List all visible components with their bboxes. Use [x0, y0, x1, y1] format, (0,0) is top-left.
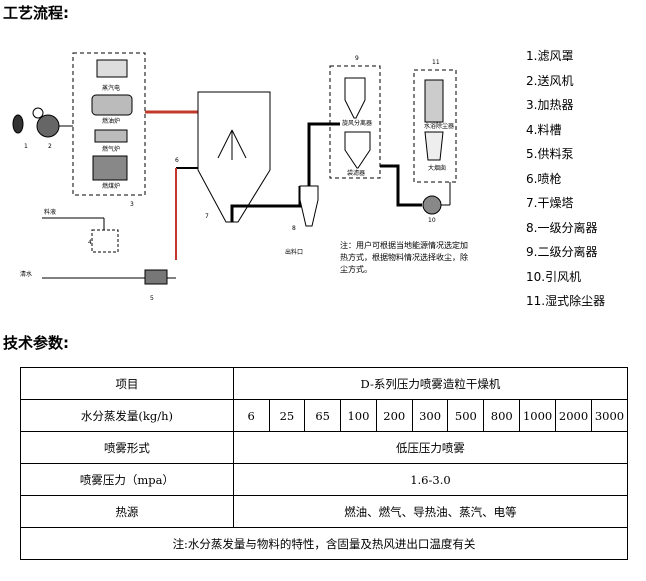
num-10: 10 — [428, 217, 436, 224]
table-row: 水分蒸发量(kg/h) 6 25 65 100 200 300 500 800 … — [20, 399, 629, 432]
num-11: 11 — [432, 59, 440, 66]
label-outlet: 出料口 — [285, 248, 303, 256]
table-footnote: 注:水分蒸发量与物料的特性，含固量及热风进出口温度有关 — [20, 527, 628, 560]
capacity-cell: 100 — [340, 399, 377, 432]
row-label: 喷雾压力（mpa） — [20, 463, 234, 496]
note-line-1: 注：用户可根据当地能源情况选定加 — [340, 241, 468, 250]
capacity-cell: 25 — [268, 399, 306, 432]
capacity-cell: 500 — [447, 399, 485, 432]
row-value: 1.6-3.0 — [232, 463, 629, 496]
filter-cover — [12, 114, 24, 134]
capacity-cell: 65 — [304, 399, 341, 432]
num-3: 3 — [130, 201, 134, 208]
num-7: 7 — [205, 213, 209, 220]
row-label: 水分蒸发量(kg/h) — [20, 399, 234, 432]
row-value: 低压压力喷雾 — [232, 431, 629, 464]
label-material: 料液 — [44, 208, 56, 216]
num-9: 9 — [355, 55, 359, 62]
legend-item: 9.二级分离器 — [526, 245, 598, 259]
heater-box — [72, 52, 146, 196]
label-cyclone: 旋风分离器 — [342, 119, 372, 127]
legend-item: 10.引风机 — [526, 269, 582, 284]
capacity-cell: 300 — [411, 399, 449, 432]
capacity-cell: 6 — [232, 399, 270, 432]
legend-item: 2.送风机 — [526, 73, 574, 88]
capacity-cell: 800 — [483, 399, 521, 432]
capacity-cell: 1000 — [519, 399, 557, 432]
wet-scrubber-box — [413, 69, 457, 183]
row-label: 喷雾形式 — [20, 431, 234, 464]
num-4: 4 — [88, 239, 92, 246]
label-scrubber: 水浴除尘器 — [424, 122, 454, 130]
num-5: 5 — [150, 295, 154, 302]
material-tank — [91, 229, 119, 253]
label-coal: 燃煤炉 — [102, 182, 120, 190]
legend-item: 6.喷枪 — [526, 171, 562, 186]
legend-item: 1.滤风罩 — [526, 49, 574, 63]
label-gas: 燃气炉 — [102, 145, 120, 153]
capacity-cell: 200 — [375, 399, 413, 432]
legend-item: 8.一级分离器 — [526, 220, 598, 235]
table-row: 项目 D-系列压力喷雾造粒干燥机 — [20, 367, 629, 400]
label-chimney: 大烟囱 — [428, 164, 446, 172]
feed-pump — [144, 269, 168, 285]
capacity-cell: 3000 — [590, 399, 629, 432]
legend-item: 4.料槽 — [526, 122, 562, 137]
legend-list: 1.滤风罩 2.送风机 3.加热器 4.料槽 5.供料泵 6.喷枪 7.干燥塔 … — [526, 44, 605, 314]
legend-item: 3.加热器 — [526, 98, 574, 112]
legend-item: 11.湿式除尘器 — [526, 294, 606, 308]
table-row: 注:水分蒸发量与物料的特性，含固量及热风进出口温度有关 — [20, 527, 628, 560]
params-heading: 技术参数: — [3, 334, 69, 352]
process-heading: 工艺流程: — [3, 4, 69, 22]
row-value: 燃油、燃气、导热油、蒸汽、电等 — [232, 495, 629, 528]
row-label: 项目 — [20, 367, 234, 400]
legend-item: 5.供料泵 — [526, 147, 574, 161]
blower-fan — [36, 114, 60, 138]
note-line-2: 热方式，根据物料情况选择收尘，除 — [340, 253, 468, 262]
label-oil: 燃油炉 — [102, 117, 120, 125]
row-label: 热源 — [20, 495, 234, 528]
num-2: 2 — [48, 143, 52, 150]
diagram-note: 注：用户可根据当地能源情况选定加 热方式，根据物料情况选择收尘，除 尘方式。 — [340, 240, 500, 276]
row-value: D-系列压力喷雾造粒干燥机 — [232, 367, 629, 400]
num-8: 8 — [292, 225, 296, 232]
label-bag: 袋滤器 — [347, 169, 365, 177]
process-flow-diagram: 蒸汽电 燃油炉 燃气炉 燃煤炉 旋风分离器 袋滤器 水浴除尘器 大烟囱 料液 清… — [12, 52, 457, 302]
table-row: 喷雾压力（mpa） 1.6-3.0 — [20, 463, 629, 496]
capacity-cell: 2000 — [555, 399, 592, 432]
induced-fan — [422, 195, 442, 215]
legend-item: 7.干燥塔 — [526, 196, 574, 210]
table-row: 热源 燃油、燃气、导热油、蒸汽、电等 — [20, 495, 629, 528]
num-6: 6 — [175, 157, 179, 164]
dryer-tower — [197, 91, 271, 223]
note-line-3: 尘方式。 — [340, 265, 372, 274]
num-1: 1 — [24, 143, 28, 150]
params-table: 项目 D-系列压力喷雾造粒干燥机 水分蒸发量(kg/h) 6 25 65 100… — [20, 367, 629, 560]
secondary-separator-box — [329, 65, 381, 179]
table-row: 喷雾形式 低压压力喷雾 — [20, 431, 629, 464]
label-steam: 蒸汽电 — [102, 84, 120, 92]
primary-cyclone — [299, 185, 319, 227]
label-water: 清水 — [20, 270, 32, 278]
